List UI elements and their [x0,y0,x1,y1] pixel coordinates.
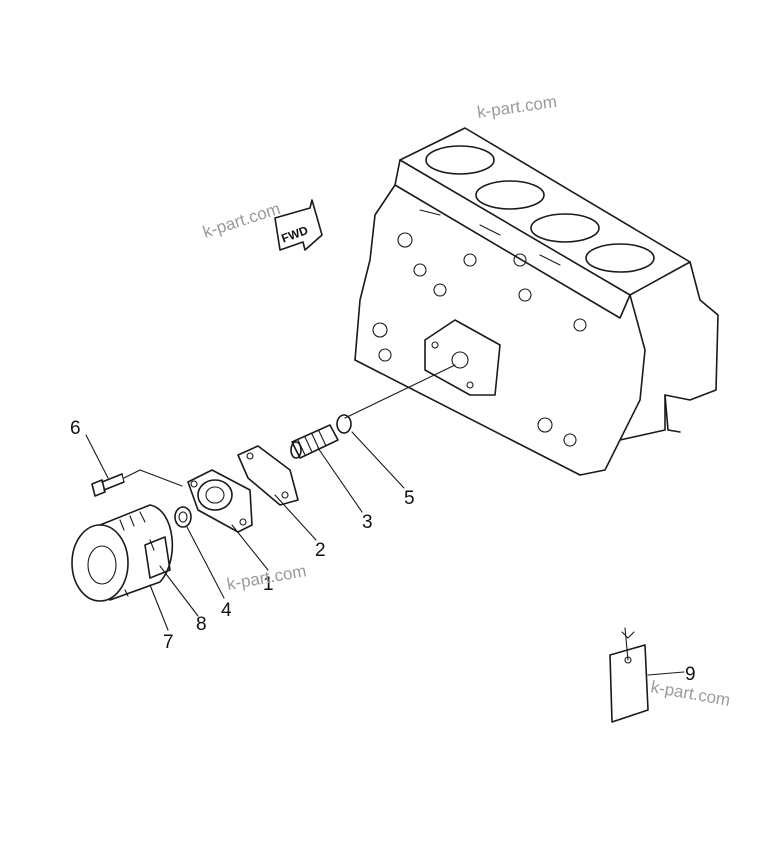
callout-1: 1 [263,574,274,595]
callout-leaders [85,431,685,676]
callout-2: 2 [315,540,326,561]
watermark: k-part.com [476,92,558,122]
callout-8: 8 [196,614,207,635]
watermark: k-part.com [200,199,282,242]
part-7-oil-filter [71,504,174,602]
callout-6: 6 [70,418,81,439]
part-3-valve-spring [290,424,339,459]
part-4-seal-washer [174,506,192,528]
engine-block [354,127,719,476]
part-2-gasket [237,445,299,506]
callout-9: 9 [685,664,696,685]
part-6-bolt [91,469,183,497]
callout-7: 7 [163,632,174,653]
fwd-direction-arrow: FWD [274,199,323,251]
callout-4: 4 [221,600,232,621]
fwd-label: FWD [279,223,310,246]
part-5-o-ring [336,414,352,434]
assembly-leader-line [344,364,456,419]
part-1-filter-bracket [187,469,253,533]
callout-3: 3 [362,512,373,533]
part-9-caution-tag [609,627,649,723]
part-8-filter-tag [144,536,171,579]
callout-5: 5 [404,488,415,509]
